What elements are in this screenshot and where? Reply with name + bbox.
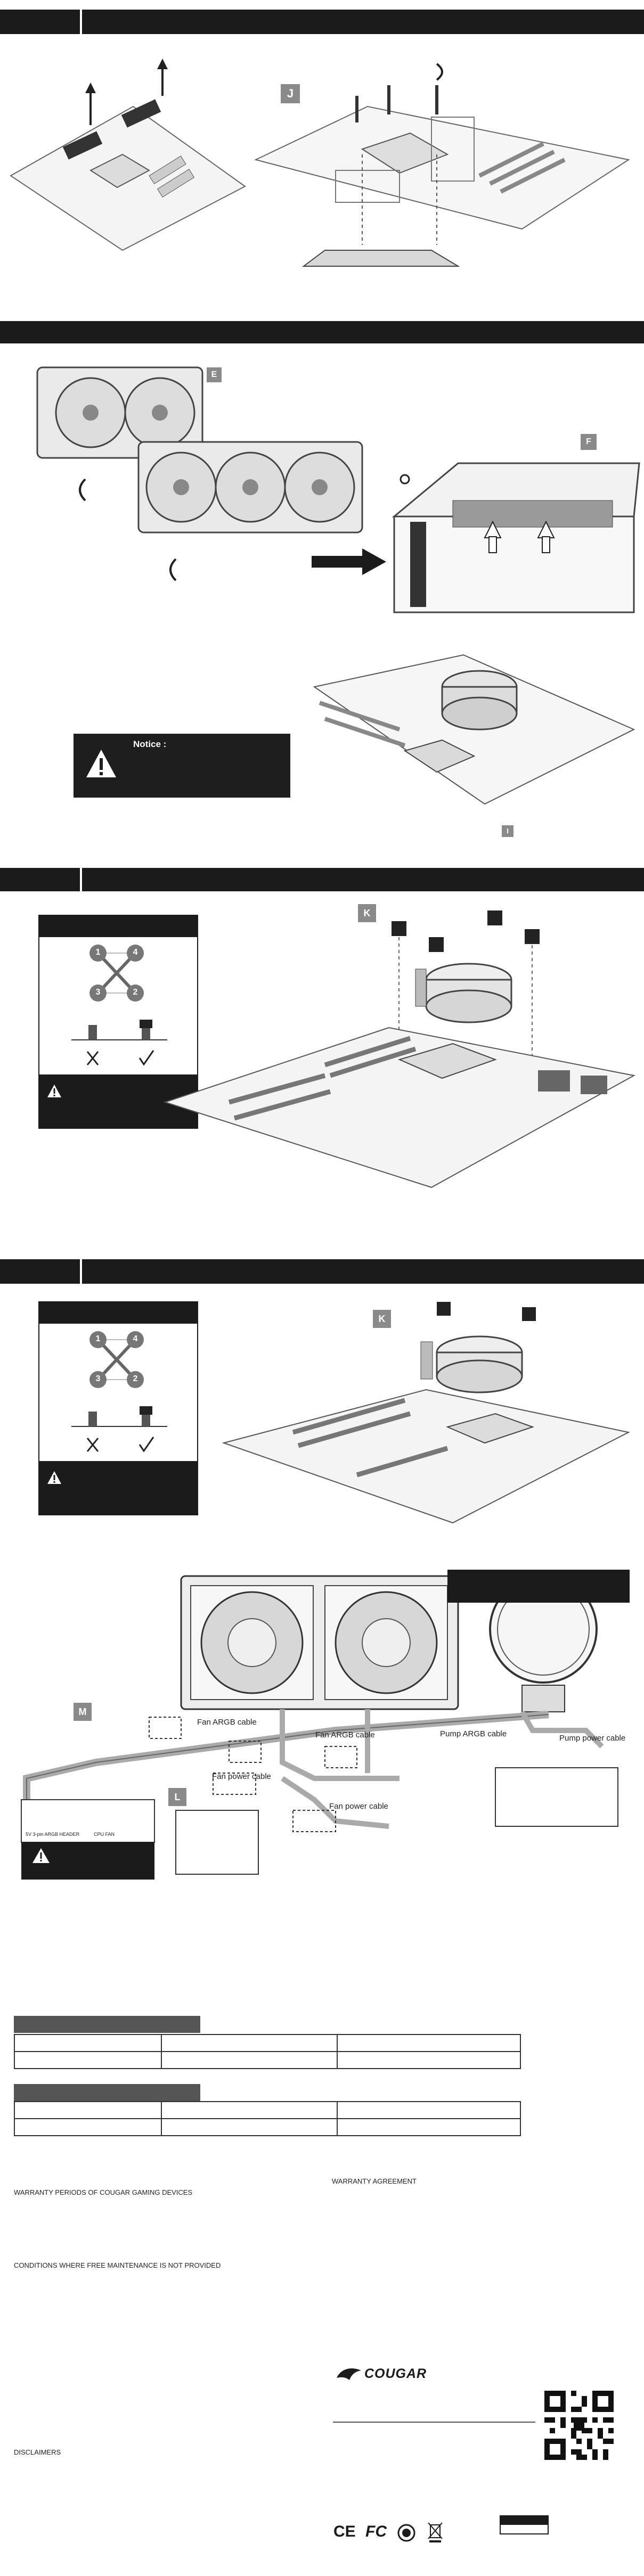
- panel-warning-footer: [39, 1461, 197, 1514]
- screw-number: 3: [95, 988, 101, 997]
- screw-number: 4: [133, 1334, 138, 1343]
- screw-order-header: [39, 916, 197, 937]
- brand-name: COUGAR: [364, 2366, 427, 2381]
- cable-label-fan-argb-mid: Fan ARGB cable: [315, 1730, 375, 1740]
- warranty-periods-heading: WARRANTY PERIODS OF COUGAR GAMING DEVICE…: [14, 2188, 193, 2196]
- warning-icon: [47, 1471, 61, 1484]
- cable-label-fan-power-bottom: Fan power cable: [329, 1802, 388, 1811]
- cable-label-fan-power-top: Fan power cable: [212, 1772, 271, 1781]
- header-label-argb: 5V 3-pin ARGB HEADER: [26, 1832, 80, 1837]
- screw-number: 2: [133, 1374, 138, 1383]
- ce-mark: CE: [333, 2523, 356, 2540]
- warning-icon: [86, 750, 116, 777]
- disclaimers-heading: DISCLAIMERS: [14, 2448, 61, 2456]
- pump-mount-amd-diagram: [222, 1302, 630, 1524]
- pump-mount-intel-diagram: [163, 910, 635, 1188]
- step-label-k-intel: K: [358, 904, 376, 922]
- section-bar-3: [0, 868, 644, 891]
- cable-label-pump-power: Pump power cable: [559, 1734, 626, 1743]
- warranty-table-2: [14, 2101, 521, 2136]
- arrow-right-icon: [312, 548, 386, 575]
- tighten-comparison: [71, 1406, 167, 1453]
- cable-label-fan-argb-left: Fan ARGB cable: [197, 1718, 257, 1727]
- contact-divider: [333, 2422, 535, 2423]
- warning-icon: [47, 1085, 61, 1097]
- notice-title: Notice :: [133, 739, 167, 749]
- step-label-k-amd: K: [373, 1310, 391, 1328]
- screw-number: 1: [95, 1334, 101, 1343]
- screw-number: 3: [95, 1374, 101, 1383]
- radiator-fans-diagram: [36, 366, 363, 581]
- compliance-circle-icon: [397, 2524, 415, 2542]
- screw-order-header: [39, 1302, 197, 1324]
- weee-bin-icon: [428, 2522, 443, 2542]
- wiring-diagram: [21, 1575, 618, 1880]
- warning-icon: [32, 1848, 50, 1863]
- step-label-f: F: [581, 434, 597, 450]
- tighten-comparison: [71, 1020, 167, 1066]
- screw-order-diagram: [89, 1331, 144, 1388]
- screw-order-diagram: [89, 945, 144, 1002]
- step-label-l: L: [168, 1788, 186, 1806]
- header-label-fan: CPU FAN: [94, 1832, 115, 1837]
- cable-label-pump-argb: Pump ARGB cable: [440, 1729, 507, 1738]
- backplate-install-diagram: [254, 63, 630, 267]
- screw-number: 2: [133, 988, 138, 997]
- step-label-i: I: [502, 825, 513, 837]
- conditions-heading: CONDITIONS WHERE FREE MAINTENANCE IS NOT…: [14, 2261, 221, 2269]
- section-bar-2: [0, 321, 644, 343]
- screw-number: 1: [95, 948, 101, 957]
- screw-number: 4: [133, 948, 138, 957]
- screw-order-panel-amd: 1 4 3 2: [38, 1301, 198, 1515]
- warranty-table-1-header: [14, 2016, 200, 2033]
- region-mark-box: [500, 2515, 549, 2534]
- warranty-table-2-header: [14, 2084, 200, 2101]
- step-label-m: M: [74, 1703, 92, 1721]
- step-label-e: E: [207, 367, 222, 382]
- cougar-logo-icon: [337, 2368, 361, 2380]
- bracket-removal-diagram: [10, 59, 246, 251]
- step-label-j: J: [281, 84, 300, 103]
- section-bar-1: [0, 10, 644, 34]
- case-mount-diagram: [392, 462, 640, 613]
- qr-code-icon: [544, 2391, 614, 2460]
- cpu-socket-diagram: [313, 654, 635, 805]
- fcc-mark: FC: [365, 2523, 387, 2540]
- warranty-agreement-heading: WARRANTY AGREEMENT: [332, 2177, 417, 2185]
- section-bar-4: [0, 1259, 644, 1284]
- wiring-title-bar: [447, 1570, 630, 1603]
- warranty-table-1: [14, 2034, 521, 2069]
- notice-box: Notice :: [74, 734, 290, 798]
